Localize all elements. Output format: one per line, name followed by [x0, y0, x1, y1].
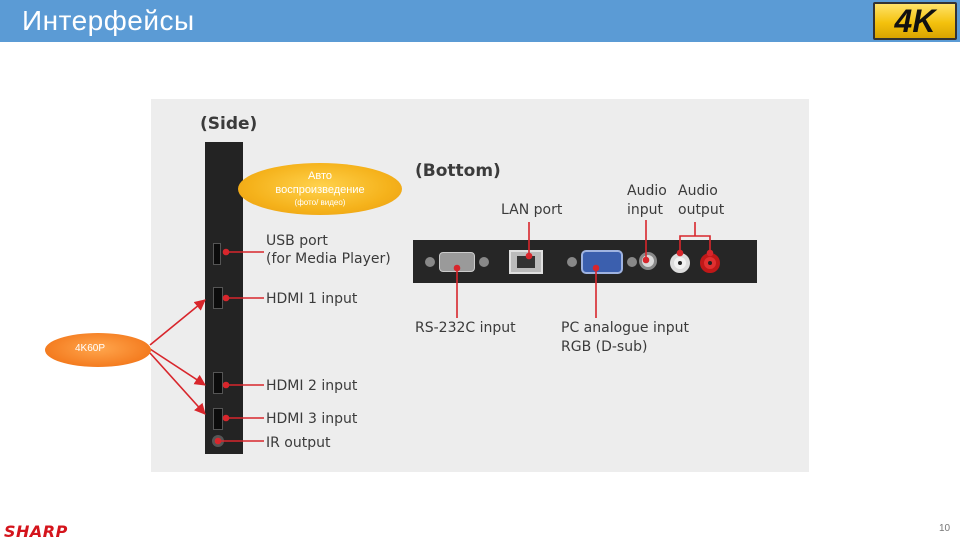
- audio-out-bracket: [679, 235, 711, 253]
- title-bar: Интерфейсы 4K: [0, 0, 960, 42]
- autoplay-callout: Авто воспроизведение (фото/ видео): [238, 163, 402, 215]
- audio-output-sublabel: output: [678, 202, 725, 218]
- usb-port-label: USB port: [266, 233, 328, 249]
- connector-diagram: [151, 99, 809, 472]
- rj45-icon: [509, 250, 543, 274]
- side-heading: (Side): [200, 114, 258, 134]
- ir-output-label: IR output: [266, 435, 331, 451]
- audio-input-sublabel: input: [627, 202, 664, 218]
- arrow-to-hdmi3: [149, 352, 206, 415]
- hdmi-icon: [213, 372, 223, 394]
- arrow-to-hdmi2: [149, 348, 206, 386]
- vga-icon: [567, 250, 637, 274]
- lan-port-label: LAN port: [501, 202, 563, 218]
- badge-4k-text: 4K: [894, 3, 936, 39]
- page-number: 10: [939, 523, 951, 534]
- bottom-heading: (Bottom): [415, 161, 501, 181]
- page-title: Интерфейсы: [22, 5, 195, 36]
- hdmi1-label: HDMI 1 input: [266, 291, 358, 307]
- hdmi-icon: [213, 408, 223, 430]
- arrow-to-hdmi1: [149, 299, 206, 346]
- db9-icon: [425, 252, 489, 272]
- badge-4k: 4K: [873, 2, 957, 40]
- sharp-logo: SHARP: [4, 522, 68, 541]
- rs232c-label: RS-232C input: [415, 320, 516, 336]
- hdmi-spec-callout: 4K60P: [45, 333, 151, 367]
- autoplay-line3: (фото/ видео): [294, 198, 346, 207]
- hdmi-spec-label: 4K60P: [75, 343, 106, 354]
- audio-output-label: Audio: [678, 183, 718, 199]
- hdmi2-label: HDMI 2 input: [266, 378, 358, 394]
- hdmi-icon: [213, 287, 223, 309]
- audio-input-label: Audio: [627, 183, 667, 199]
- usb-port-sublabel: (for Media Player): [266, 251, 391, 267]
- hdmi3-label: HDMI 3 input: [266, 411, 358, 427]
- pc-analogue-label: PC analogue input: [561, 320, 689, 336]
- usb-icon: [213, 243, 221, 265]
- bottom-panel: [413, 240, 757, 283]
- rgb-dsub-label: RGB (D-sub): [561, 339, 648, 355]
- autoplay-line2: воспроизведение: [275, 184, 365, 196]
- autoplay-line1: Авто: [308, 170, 332, 182]
